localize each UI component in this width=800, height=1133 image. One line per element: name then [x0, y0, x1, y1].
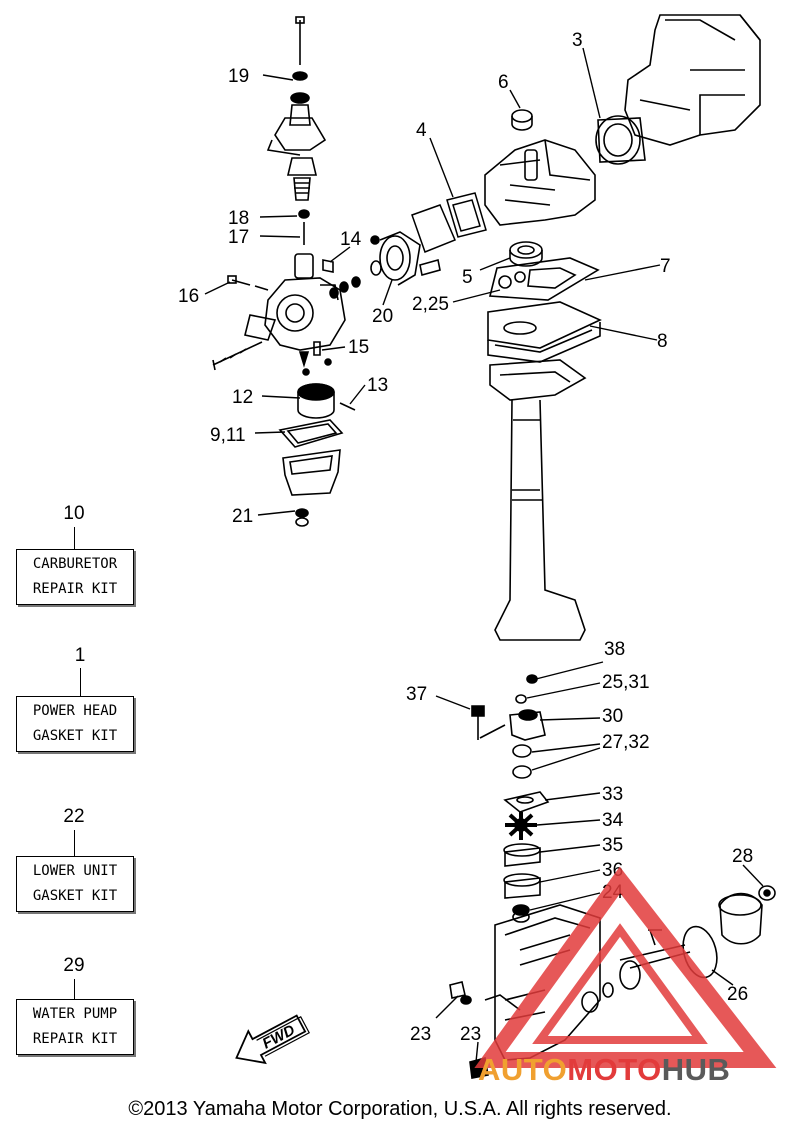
- callout-8: 8: [657, 331, 668, 352]
- callout-12: 12: [232, 387, 253, 408]
- callout-9-11: 9,11: [210, 425, 246, 446]
- carburetor-kit-line1: CARBURETOR: [32, 556, 118, 572]
- watermark-moto: MOTO: [567, 1052, 662, 1087]
- copyright-notice: ©2013 Yamaha Motor Corporation, U.S.A. A…: [128, 1098, 672, 1120]
- callout-34: 34: [602, 810, 624, 831]
- leader-lines: [204, 47, 764, 1063]
- driveshaft-housing-drawing: [487, 241, 776, 1061]
- callout-33: 33: [602, 784, 623, 805]
- callout-37: 37: [406, 684, 427, 705]
- water-pump-repair-kit-box: WATER PUMP REPAIR KIT: [16, 999, 134, 1055]
- callout-30: 30: [602, 706, 623, 727]
- callout-23b: 23: [460, 1024, 481, 1045]
- callout-4: 4: [416, 120, 427, 141]
- carburetor-drawing: [212, 16, 441, 527]
- callout-21: 21: [232, 506, 253, 527]
- lower-unit-kit-line2: GASKET KIT: [32, 888, 118, 904]
- power-head-kit-line1: POWER HEAD: [32, 703, 118, 719]
- callout-27-32: 27,32: [602, 732, 650, 753]
- callout-5: 5: [462, 267, 473, 288]
- watermark-logo: [474, 866, 777, 1068]
- callout-26: 26: [727, 984, 748, 1005]
- watermark-auto: AUTO: [478, 1052, 568, 1087]
- callout-3: 3: [572, 30, 583, 51]
- power-head-kit-line2: GASKET KIT: [32, 728, 118, 744]
- kit-leader-1: [80, 668, 81, 696]
- fwd-arrow: FWD: [235, 1014, 310, 1065]
- water-pump-kit-line1: WATER PUMP: [32, 1006, 118, 1022]
- callout-1: 1: [74, 645, 86, 666]
- callout-16: 16: [178, 286, 199, 307]
- callout-20: 20: [372, 306, 393, 327]
- watermark-text: AUTOMOTOHUB: [478, 1052, 730, 1088]
- water-pump-drawing: [449, 674, 550, 1079]
- callout-2-25: 2,25: [412, 294, 449, 315]
- callout-17: 17: [228, 227, 249, 248]
- callout-38: 38: [604, 639, 625, 660]
- callout-28: 28: [732, 846, 753, 867]
- callout-25-31: 25,31: [602, 672, 650, 693]
- carburetor-kit-line2: REPAIR KIT: [32, 581, 118, 597]
- kit-leader-22: [74, 830, 75, 856]
- bearing-6-drawing: [511, 109, 533, 131]
- callout-35: 35: [602, 835, 623, 856]
- callout-19: 19: [228, 66, 249, 87]
- lower-unit-gasket-kit-box: LOWER UNIT GASKET KIT: [16, 856, 134, 912]
- kit-leader-29: [74, 979, 75, 999]
- callout-14: 14: [340, 229, 362, 250]
- cylinder-block-drawing: [595, 14, 761, 165]
- callout-13: 13: [367, 375, 388, 396]
- callout-18: 18: [228, 208, 249, 229]
- callout-6: 6: [498, 72, 509, 93]
- power-head-gasket-kit-box: POWER HEAD GASKET KIT: [16, 696, 134, 752]
- callout-29: 29: [63, 955, 85, 976]
- callout-15: 15: [348, 337, 369, 358]
- reed-gasket-drawing: [411, 192, 487, 253]
- callout-7: 7: [660, 256, 671, 277]
- callout-numbers: 19 3 6 4 18 17 14 5 7 2,25 16 20 8 15 13…: [178, 30, 753, 1045]
- callout-10: 10: [63, 503, 85, 524]
- lower-unit-kit-line1: LOWER UNIT: [32, 863, 118, 879]
- carburetor-repair-kit-box: CARBURETOR REPAIR KIT: [16, 549, 134, 605]
- crankcase-drawing: [484, 139, 596, 226]
- kit-leader-10: [74, 527, 75, 549]
- callout-23a: 23: [410, 1024, 431, 1045]
- callout-22: 22: [63, 806, 85, 827]
- water-pump-kit-line2: REPAIR KIT: [32, 1031, 118, 1047]
- watermark-hub: HUB: [661, 1052, 731, 1087]
